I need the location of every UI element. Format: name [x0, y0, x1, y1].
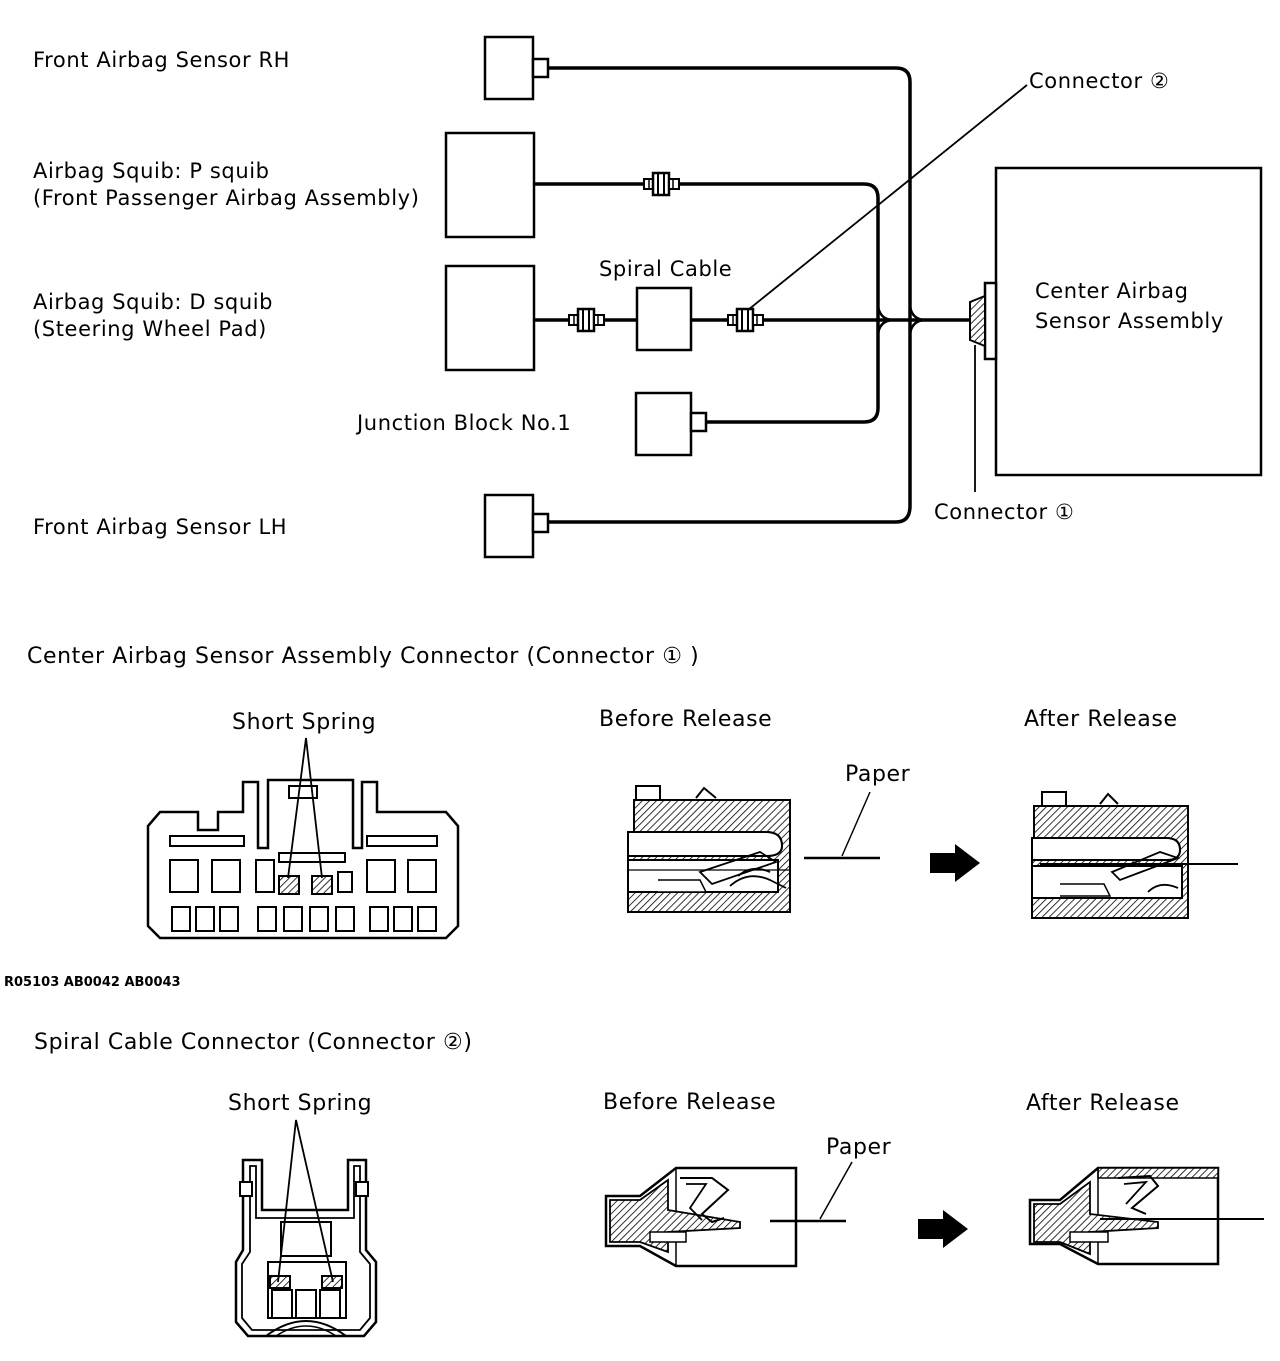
connector-2-before-release-drawing [604, 1161, 853, 1268]
spiral-cable-connector-2 [726, 307, 765, 333]
harness-wires [534, 66, 970, 524]
d-squib-inline-connector [567, 307, 606, 333]
connector-2-short-spring-a [269, 1275, 291, 1289]
junction-block-plug [689, 411, 708, 433]
connector-1-lower-cavities [171, 906, 437, 932]
connector-2-release-arrow [918, 1210, 968, 1248]
front-sensor-rh-box [483, 35, 535, 101]
connector-1-upper-cavities [169, 859, 437, 893]
connector-1-face [146, 737, 460, 940]
connector-2-after-release-drawing [1028, 1166, 1264, 1266]
connector-2-section: Spiral Cable Connector (Connector ②) Sho… [34, 1030, 1264, 1338]
d-squib-label-2: (Steering Wheel Pad) [33, 317, 267, 341]
connector-2-face [234, 1119, 378, 1338]
spiral-cable-box [635, 286, 693, 352]
wire-p-squib-junction [534, 182, 880, 424]
connector-1-after-release-drawing [1031, 791, 1238, 919]
d-squib-label-1: Airbag Squib: D squib [33, 290, 273, 314]
wiring-section: Front Airbag Sensor RH Airbag Squib: P s… [33, 35, 1263, 559]
connector-1-after-release-label: After Release [1024, 707, 1178, 732]
front-sensor-rh-label: Front Airbag Sensor RH [33, 48, 290, 72]
connector-1-before-release-label: Before Release [599, 707, 772, 732]
wire-front-sensors [548, 66, 912, 524]
wire-junction-curves [876, 305, 927, 335]
center-sensor-label-2: Sensor Assembly [1035, 309, 1224, 333]
d-squib-box [444, 264, 536, 372]
p-squib-box [444, 131, 536, 239]
front-sensor-rh-plug [531, 57, 550, 79]
front-sensor-lh-plug [531, 512, 550, 534]
p-squib-inline-connector [642, 171, 681, 197]
connector-1-label: Connector ① [934, 500, 1074, 524]
junction-block-box [634, 391, 693, 457]
connector-1-paper-label: Paper [845, 762, 911, 787]
connector-2-short-spring-label: Short Spring [228, 1091, 372, 1116]
p-squib-label-2: (Front Passenger Airbag Assembly) [33, 186, 420, 210]
front-sensor-lh-box [483, 493, 535, 559]
center-sensor-socket [983, 281, 998, 361]
connector-2-leader [747, 84, 1028, 311]
connector-1-release-arrow [930, 844, 980, 882]
connector-1-before-release-drawing [627, 785, 880, 913]
connector-1-spring-leaders [287, 737, 323, 879]
connector-2-paper-label: Paper [826, 1135, 892, 1160]
connector-1-short-spring-a [278, 875, 300, 895]
connector-1-section-title: Center Airbag Sensor Assembly Connector … [27, 644, 699, 669]
connector-1-section: Center Airbag Sensor Assembly Connector … [27, 644, 1238, 940]
figure-codes: R05103 AB0042 AB0043 [4, 975, 181, 990]
spiral-cable-label: Spiral Cable [599, 257, 732, 281]
connector-2-spring-leaders [277, 1119, 334, 1283]
p-squib-label-1: Airbag Squib: P squib [33, 159, 270, 183]
connector-2-before-release-label: Before Release [603, 1090, 776, 1115]
connector-1-plug [969, 294, 986, 348]
connector-1-rib-center [278, 852, 346, 863]
connector-1-rib-right [366, 835, 438, 847]
connector-2-label: Connector ② [1029, 69, 1169, 93]
connector-1-short-spring-b [311, 875, 333, 895]
junction-block-label: Junction Block No.1 [355, 411, 571, 435]
connector-2-after-release-label: After Release [1026, 1091, 1180, 1116]
center-sensor-label-1: Center Airbag [1035, 279, 1189, 303]
connector-1-rib-left [169, 835, 245, 847]
front-sensor-lh-label: Front Airbag Sensor LH [33, 515, 287, 539]
connector-2-section-title: Spiral Cable Connector (Connector ②) [34, 1030, 473, 1055]
connector-1-short-spring-label: Short Spring [232, 710, 376, 735]
connector-1-latch [288, 785, 318, 799]
